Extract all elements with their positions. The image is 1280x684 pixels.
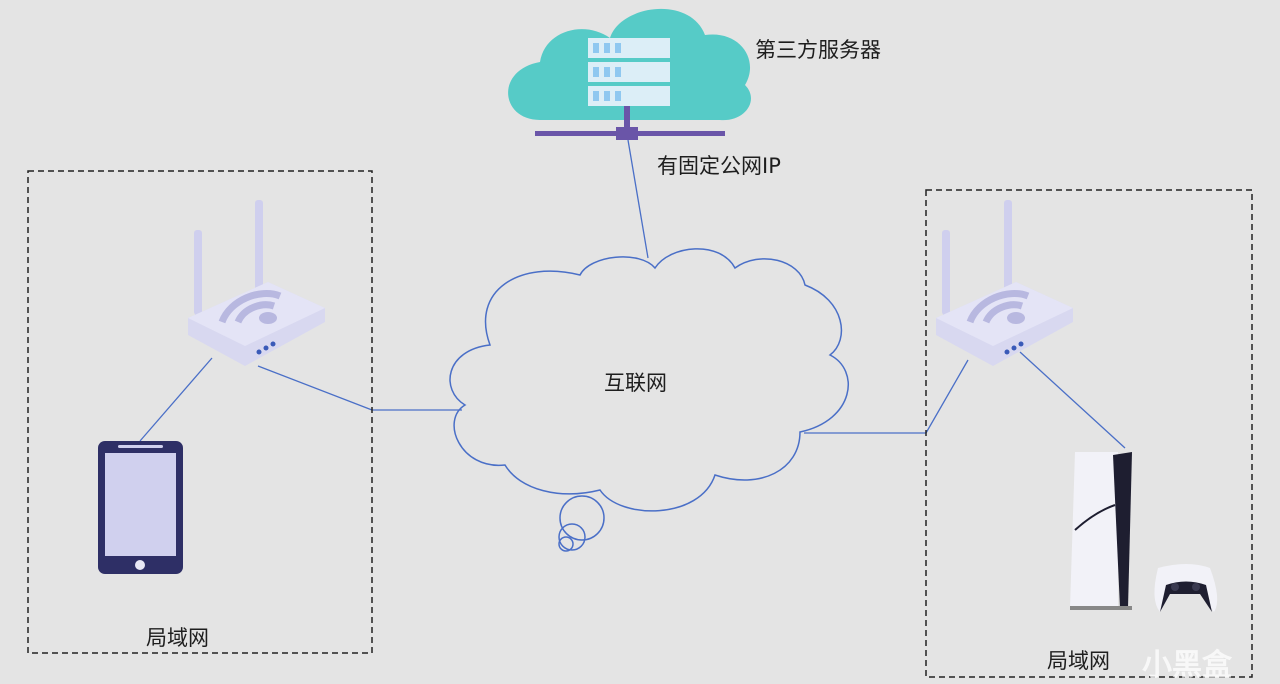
internet-label: 互联网 (604, 371, 667, 395)
public-ip-label: 有固定公网IP (657, 154, 781, 178)
server-label: 第三方服务器 (755, 38, 881, 62)
router-right-icon (936, 200, 1073, 366)
lan-left-label: 局域网 (146, 626, 209, 650)
server-cloud-icon (508, 8, 751, 140)
lan-right-boundary (925, 189, 1253, 678)
server-rack-icon (588, 38, 670, 106)
internet-cloud-icon (449, 248, 849, 552)
watermark: 小黑盒 (1142, 648, 1232, 683)
router-left-icon (188, 200, 325, 366)
game-console-icon (1070, 452, 1132, 610)
lan-right-label: 局域网 (1047, 649, 1110, 673)
smartphone-icon (98, 441, 183, 574)
link-lines (139, 139, 1126, 449)
controller-icon (1154, 564, 1218, 612)
lan-left-boundary (27, 170, 373, 654)
